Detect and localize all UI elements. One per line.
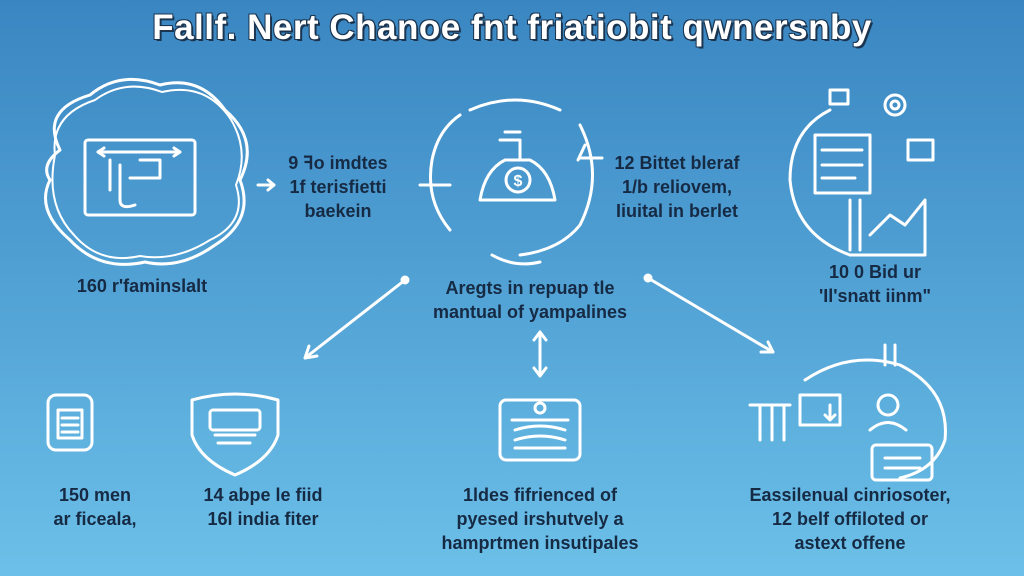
top-left-caption: 160 r'faminslalt <box>76 276 208 296</box>
center-text: Aregts in repuap tle mantual of yampalin… <box>400 276 660 324</box>
text-line: hamprtmen insutipales <box>441 533 639 553</box>
text-line: mantual of yampalines <box>432 302 628 322</box>
text-line: 12 Bittet bleraf <box>614 153 740 173</box>
text-line: Aregts in repuap tle <box>445 278 615 298</box>
text-line: baekein <box>304 201 372 221</box>
text-line: 14 abpe le fiid <box>203 485 323 505</box>
money-cycle-icon <box>418 98 604 266</box>
bottom-item-3: 1ldes fifrienced of pyesed irshutvely a … <box>420 483 660 555</box>
top-right-caption: 10 0 Bid ur 'Il'snatt iinm" <box>790 260 960 308</box>
document-icon <box>46 393 94 452</box>
bottom-item-1: 150 men ar ficeala, <box>20 483 170 531</box>
text-line: Eassilenual cinriosoter, <box>749 485 951 505</box>
text-line: 9 ꟻo imdtes <box>288 153 388 173</box>
top-left-description: 9 ꟻo imdtes 1f terisfietti baekein <box>268 151 408 223</box>
arrow-right-icon <box>256 178 276 192</box>
bottom-item-2: 14 abpe le fiid 16l india fiter <box>178 483 348 531</box>
connector-arrows <box>303 273 775 378</box>
dollar-icon: $ <box>514 173 523 190</box>
bottom-item-4: Eassilenual cinriosoter, 12 belf offilot… <box>735 483 965 555</box>
shield-icon <box>190 392 280 477</box>
monitor-chart-icon <box>788 88 935 257</box>
inbox-icon <box>498 398 582 462</box>
text-line: Iiuital in berlet <box>615 201 739 221</box>
text-line: 16l india fiter <box>207 509 319 529</box>
text-line: 12 belf offiloted or <box>771 509 928 529</box>
text-line: pyesed irshutvely a <box>456 509 624 529</box>
text-line: 'Il'snatt iinm" <box>818 286 932 306</box>
text-line: 10 0 Bid ur <box>828 262 922 282</box>
top-center-description: 12 Bittet bleraf 1/b reliovem, Iiuital i… <box>592 151 762 223</box>
text-line: 1/b reliovem, <box>621 177 733 197</box>
team-network-icon <box>748 343 947 482</box>
document-blob-icon <box>44 77 249 266</box>
text-line: 1ldes fifrienced of <box>462 485 618 505</box>
page-title: Fallf. Nert Chanoe fnt friatiobit qwners… <box>152 8 872 47</box>
text-line: ar ficeala, <box>53 509 137 529</box>
text-line: astext offene <box>794 533 906 553</box>
text-line: 1f terisfietti <box>289 177 387 197</box>
text-line: 150 men <box>58 485 132 505</box>
